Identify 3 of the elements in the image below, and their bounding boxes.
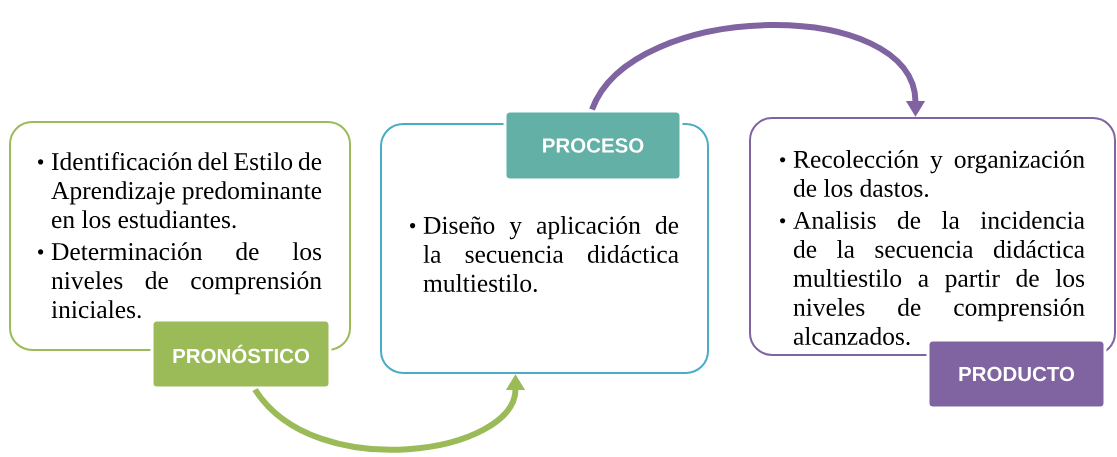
stage-label: PROCESO <box>503 109 683 182</box>
stage-label: PRODUCTO <box>926 338 1107 410</box>
stage-label: PRONÓSTICO <box>150 318 332 390</box>
